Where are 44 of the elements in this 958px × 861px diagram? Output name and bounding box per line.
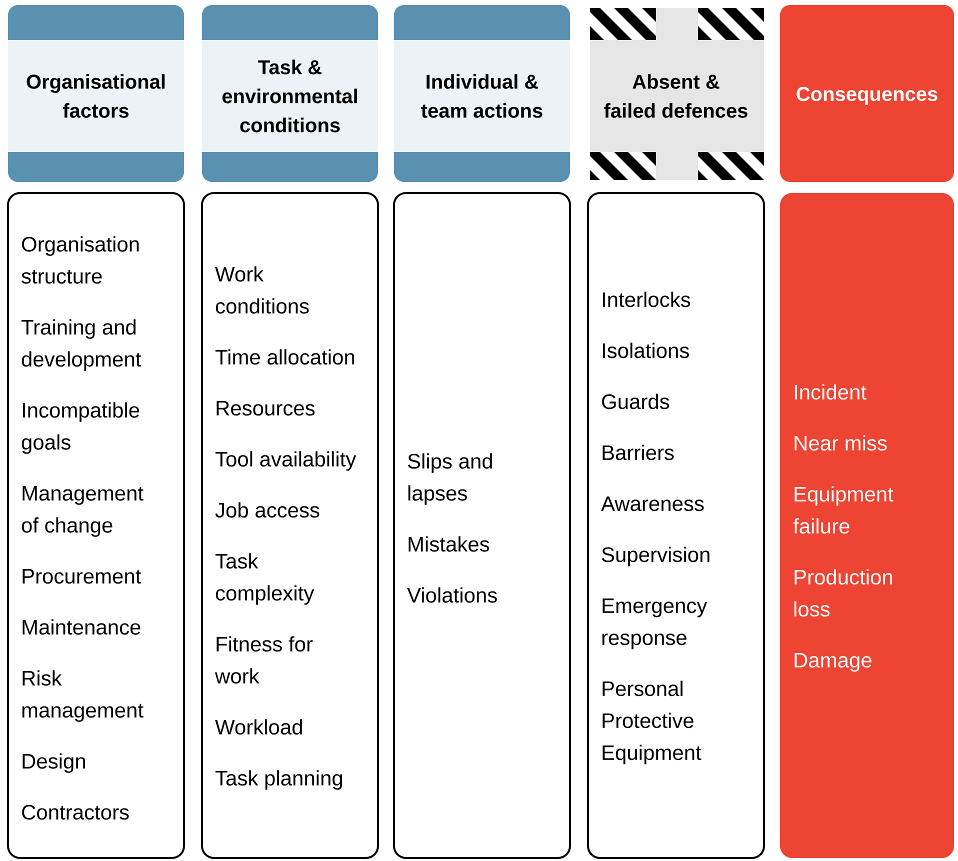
list-item: Contractors	[22, 804, 129, 820]
list-item: Work conditions	[215, 266, 309, 314]
list-item: Production loss	[794, 569, 892, 617]
list-item: Job access	[215, 502, 320, 518]
list-item: Equipment failure	[793, 486, 894, 534]
list-box	[7, 192, 185, 859]
list-item: Task planning	[215, 770, 342, 790]
list-box	[780, 192, 954, 858]
list-item: Incompatible goals	[22, 402, 140, 454]
list-item: Organisation structure	[22, 236, 139, 284]
list-item: Personal Protective Equipment	[602, 680, 702, 764]
list-box	[587, 192, 765, 859]
list-item: Barriers	[602, 444, 674, 460]
column-header: Individual & team actions	[394, 4, 570, 182]
list-item: Isolations	[602, 342, 689, 358]
list-item: Maintenance	[22, 619, 140, 635]
list-item: Violations	[407, 587, 497, 603]
list-item: Emergency response	[602, 598, 708, 650]
list-item: Tool availability	[215, 451, 356, 471]
list-item: Awareness	[601, 496, 704, 512]
list-box	[393, 192, 571, 859]
list-item: Design	[22, 753, 85, 773]
list-item: Slips and lapses	[408, 453, 492, 505]
list-item: Damage	[794, 652, 872, 672]
list-item: Training and development	[21, 319, 142, 371]
list-item: Supervision	[602, 546, 710, 566]
list-item: Resources	[216, 400, 315, 416]
list-item: Incident	[794, 384, 866, 400]
column-header: Absent & failed defences	[590, 8, 764, 180]
list-item: Time allocation	[215, 349, 354, 365]
list-item: Workload	[215, 719, 302, 735]
list-item: Task complexity	[215, 553, 314, 605]
list-item: Interlocks	[602, 292, 690, 308]
list-item: Guards	[602, 394, 670, 410]
list-box	[201, 192, 379, 859]
list-item: Risk management	[22, 670, 144, 722]
list-item: Mistakes	[408, 536, 490, 552]
list-item: Fitness for work	[214, 636, 313, 684]
column-header: Task & environmental conditions	[202, 4, 378, 182]
column-header: Consequences	[780, 4, 954, 182]
column-header: Organisational factors	[8, 4, 184, 182]
list-item: Management of change	[22, 486, 144, 537]
list-item: Near miss	[794, 435, 887, 451]
list-item: Procurement	[22, 569, 142, 584]
